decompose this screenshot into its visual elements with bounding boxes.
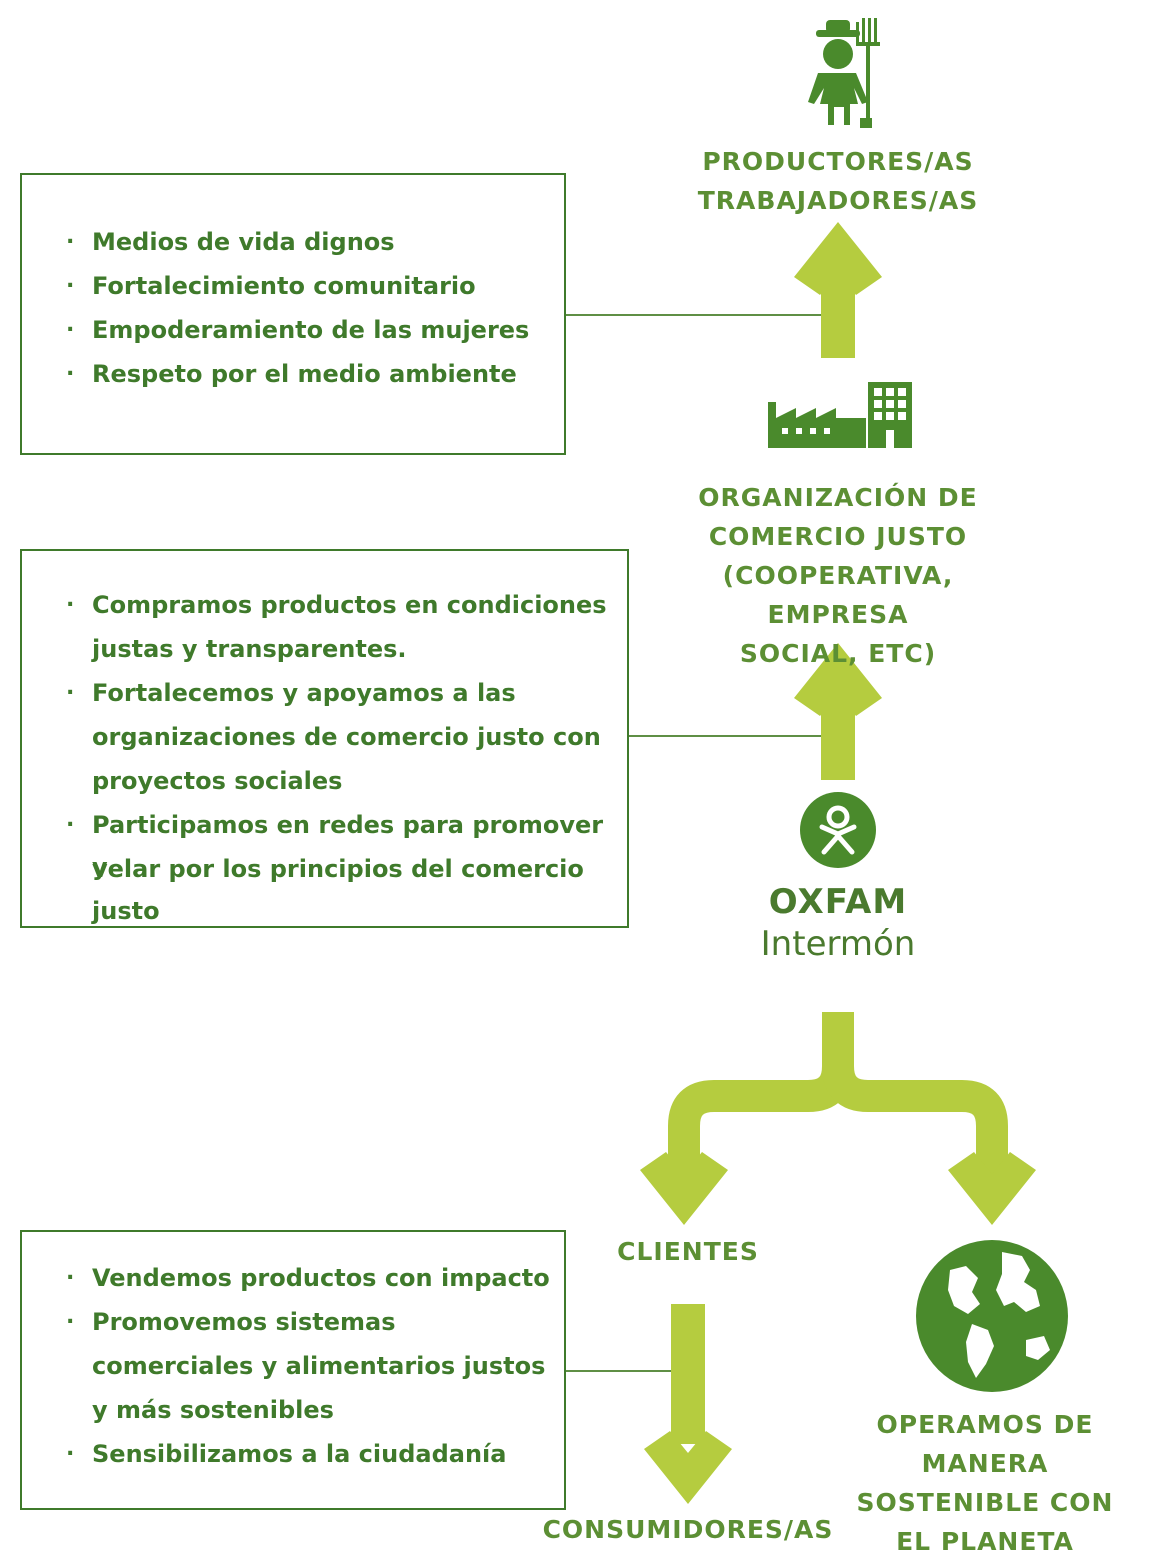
farmer-icon [808, 18, 880, 128]
list-item: Sensibilizamos a la ciudadanía [66, 1428, 552, 1475]
list-item: Medios de vida dignos [66, 216, 552, 263]
producers-label-line: TRABAJADORES/AS [697, 186, 979, 215]
arrow-split-to-clients-and-planet [668, 1012, 1008, 1178]
planet-label-line: OPERAMOS DE MANERA [876, 1410, 1094, 1478]
factory-icon [768, 382, 912, 448]
organization-label-line: ORGANIZACIÓN DE [698, 483, 978, 512]
brand-name-line2: Intermón [760, 924, 916, 964]
brand-name: OXFAM Intermón [718, 880, 958, 964]
list-item: Promovemos sistemas [66, 1296, 552, 1343]
planet-label-line: SOSTENIBLE CON [856, 1488, 1114, 1517]
clients-label: CLIENTES [588, 1232, 788, 1271]
benefits-box: Medios de vida dignos Fortalecimiento co… [20, 173, 566, 455]
organization-label-line: COMERCIO JUSTO [708, 522, 968, 551]
list-item-continuation: proyectos sociales [92, 767, 343, 795]
oxfam-actions-box: Compramos productos en condiciones justa… [20, 549, 629, 928]
list-item: Empoderamiento de las mujeres [66, 304, 552, 351]
organization-label-line: (COOPERATIVA, EMPRESA [722, 561, 954, 629]
oxfam-logo-icon [800, 792, 876, 868]
list-item-continuation: velar por los principios del comercio ju… [92, 855, 584, 925]
consumers-label-line: CONSUMIDORES/AS [542, 1515, 834, 1544]
list-item: Respeto por el medio ambiente [66, 348, 552, 395]
list-item: Vendemos productos con impacto [66, 1252, 552, 1299]
list-item: Compramos productos en condiciones [66, 579, 615, 626]
list-item-continuation: y más sostenibles [92, 1396, 334, 1424]
list-item: Fortalecimiento comunitario [66, 260, 552, 307]
list-item-continuation: organizaciones de comercio justo con [92, 723, 601, 751]
arrow-up-to-producers [794, 222, 882, 358]
producers-label-line: PRODUCTORES/AS [702, 147, 974, 176]
globe-icon [916, 1240, 1068, 1392]
brand-name-line1: OXFAM [768, 882, 908, 922]
planet-label: OPERAMOS DE MANERA SOSTENIBLE CON EL PLA… [818, 1405, 1152, 1561]
list-item: Participamos en redes para promover y [66, 799, 615, 888]
arrow-down-to-consumers [644, 1304, 732, 1504]
consumers-label: CONSUMIDORES/AS [530, 1510, 846, 1549]
arrow-heads-split [640, 1152, 1036, 1225]
list-item-continuation: justas y transparentes. [92, 635, 407, 663]
list-item-continuation: comerciales y alimentarios justos [92, 1352, 546, 1380]
producers-label: PRODUCTORES/AS TRABAJADORES/AS [680, 142, 996, 220]
organization-label-line: SOCIAL, ETC) [739, 639, 937, 668]
planet-label-line: EL PLANETA [896, 1527, 1074, 1556]
arrow-up-to-organization [794, 643, 882, 780]
organization-label: ORGANIZACIÓN DE COMERCIO JUSTO (COOPERAT… [650, 478, 1026, 673]
clients-actions-box: Vendemos productos con impacto Promovemo… [20, 1230, 566, 1510]
clients-label-line: CLIENTES [617, 1237, 759, 1266]
list-item: Fortalecemos y apoyamos a las [66, 667, 615, 714]
